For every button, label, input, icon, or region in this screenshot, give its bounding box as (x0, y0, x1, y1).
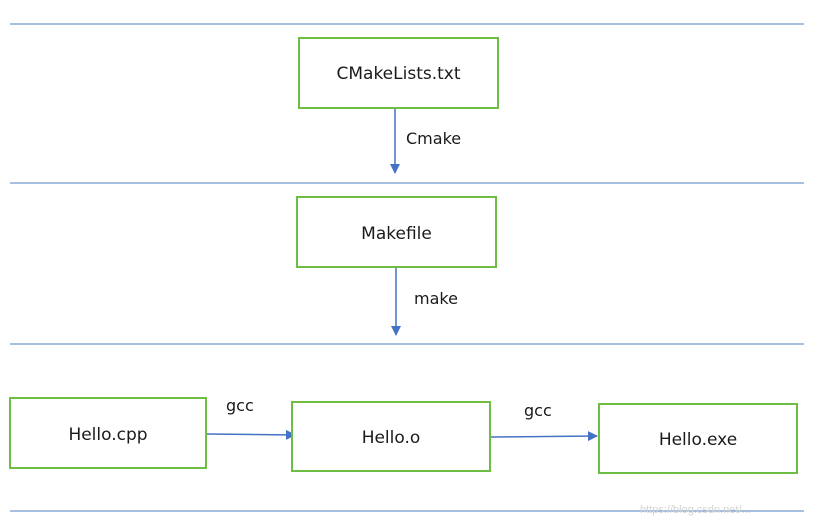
edge-label-make: make (414, 289, 458, 308)
edge-label-cmake: Cmake (406, 129, 461, 148)
node-hello-o-box (291, 401, 491, 472)
node-hello-cpp: Hello.cpp (9, 397, 207, 469)
node-hello-cpp-label: Hello.cpp (68, 425, 147, 445)
node-cmakelists-box (298, 37, 499, 109)
node-hello-o-label: Hello.o (362, 428, 421, 448)
node-cmakelists: CMakeLists.txt (298, 37, 499, 109)
arrow-gcc-link (490, 431, 598, 442)
node-makefile-box (296, 196, 497, 268)
node-hello-o: Hello.o (291, 401, 491, 472)
node-hello-exe: Hello.exe (598, 403, 798, 474)
edge-label-gcc-link: gcc (524, 401, 552, 420)
node-makefile: Makefile (296, 196, 497, 268)
node-makefile-label: Makefile (361, 224, 432, 244)
arrow-gcc-compile (206, 429, 296, 440)
node-hello-cpp-box (9, 397, 207, 469)
node-hello-exe-box (598, 403, 798, 474)
node-hello-exe-label: Hello.exe (659, 430, 737, 450)
watermark-text: https://blog.csdn.net/... (640, 504, 751, 516)
node-cmakelists-label: CMakeLists.txt (336, 64, 460, 84)
edge-label-gcc-compile: gcc (226, 396, 254, 415)
